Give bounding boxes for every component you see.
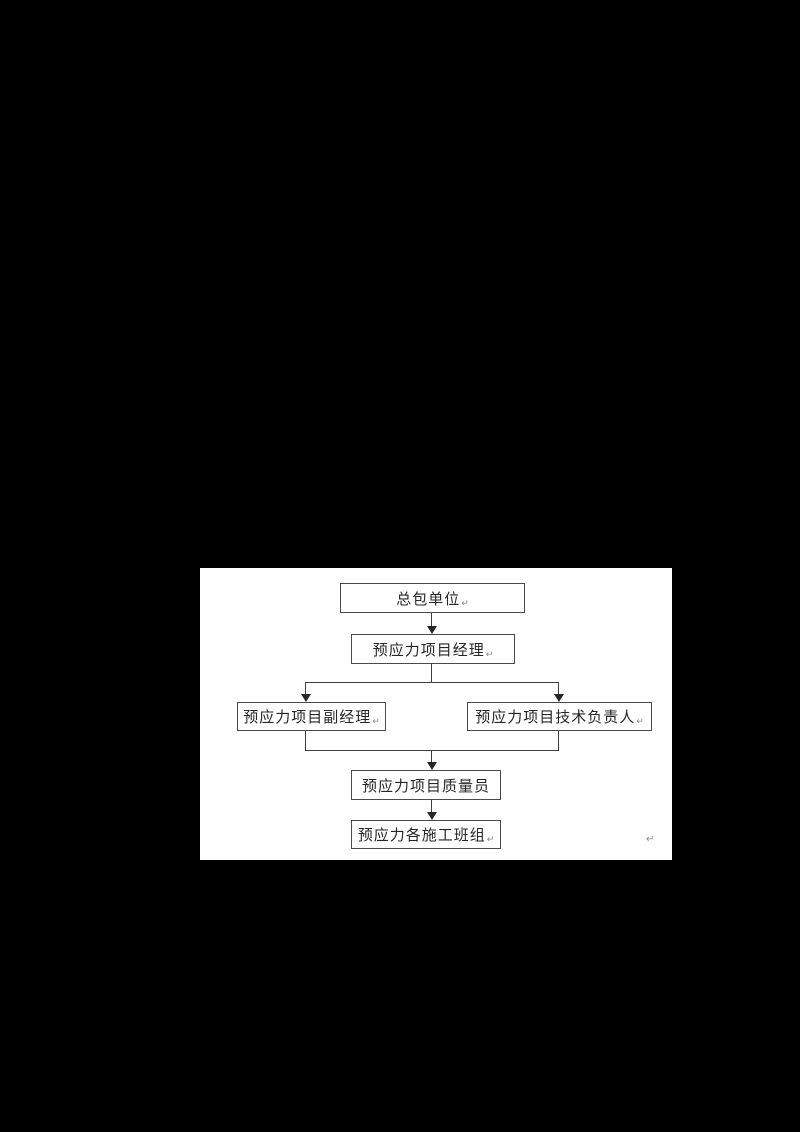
- flow-node-general-contractor: 总包单位↵: [340, 583, 525, 613]
- connector-riser-right: [558, 731, 559, 750]
- flow-node-project-manager: 预应力项目经理↵: [351, 634, 515, 664]
- flow-node-technical-director: 预应力项目技术负责人↵: [467, 702, 652, 731]
- arrowhead-into-deputy-manager: [301, 694, 311, 702]
- node-label: 预应力各施工班组: [357, 826, 486, 844]
- connector-drop-center: [431, 750, 432, 762]
- arrowhead-into-project-manager: [427, 626, 437, 634]
- node-label: 预应力项目技术负责人: [475, 708, 636, 726]
- paragraph-return-mark: ↵: [636, 717, 644, 727]
- document-page-panel: 总包单位↵ 预应力项目经理↵ 预应力项目副经理↵ 预应力项目技术负责人↵ 预应力…: [200, 568, 672, 860]
- node-label: 预应力项目副经理: [243, 708, 372, 726]
- arrowhead-into-construction-teams: [427, 812, 437, 820]
- flow-node-deputy-project-manager: 预应力项目副经理↵: [237, 702, 386, 731]
- trailing-paragraph-return-mark: ↵: [646, 834, 655, 845]
- flow-node-construction-teams: 预应力各施工班组↵: [351, 820, 501, 849]
- node-label: 预应力项目经理: [372, 640, 485, 659]
- arrowhead-into-technical-director: [554, 694, 564, 702]
- connector-line-quality-to-teams: [431, 800, 432, 812]
- connector-drop-left: [305, 682, 306, 694]
- paragraph-return-mark: ↵: [461, 599, 469, 609]
- paragraph-return-mark: ↵: [486, 835, 495, 845]
- paragraph-return-mark: ↵: [485, 650, 494, 660]
- connector-drop-right: [558, 682, 559, 694]
- flow-node-quality-officer: 预应力项目质量员: [351, 770, 501, 800]
- connector-line-manager-spine: [431, 664, 432, 682]
- connector-join-horizontal-line: [305, 750, 559, 751]
- connector-riser-left: [305, 731, 306, 750]
- connector-split-horizontal-line: [305, 682, 559, 683]
- node-label: 预应力项目质量员: [361, 776, 490, 795]
- connector-line-contractor-to-manager: [431, 613, 432, 626]
- node-label: 总包单位: [396, 589, 461, 608]
- arrowhead-into-quality-officer: [427, 762, 437, 770]
- paragraph-return-mark: ↵: [372, 717, 380, 727]
